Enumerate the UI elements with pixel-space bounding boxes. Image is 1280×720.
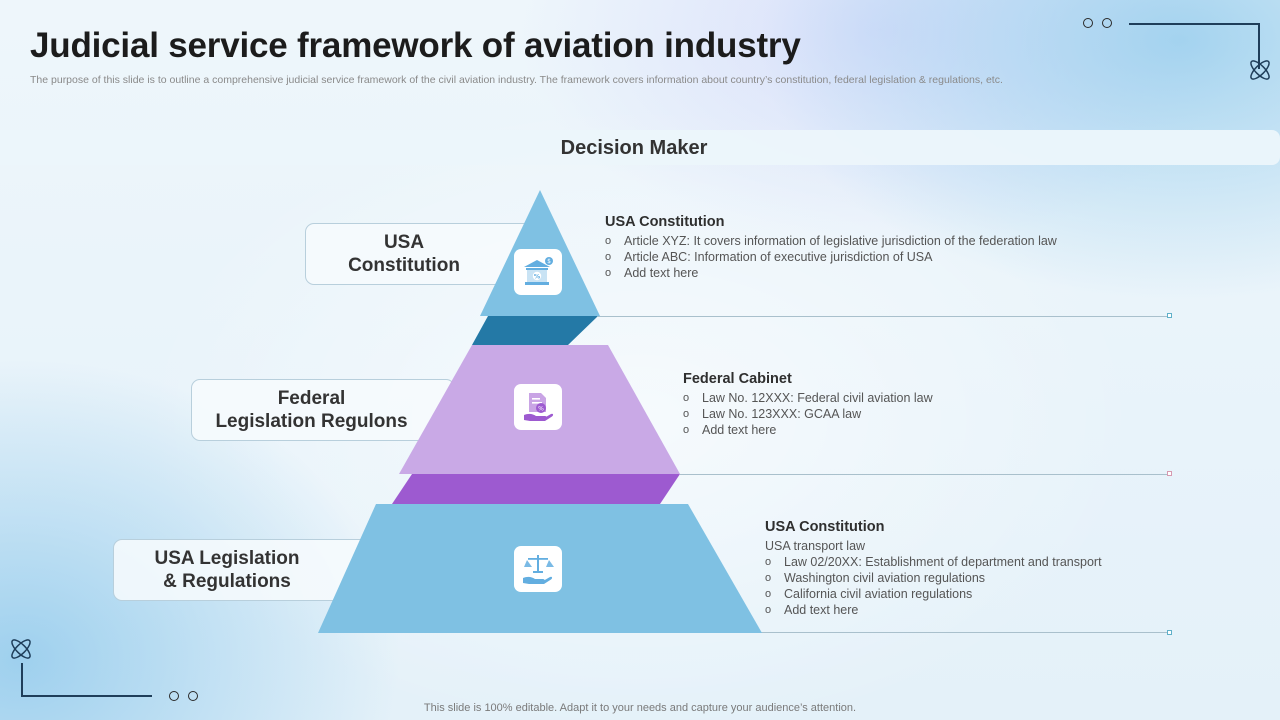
tier-2-icon-tile: % [514, 384, 562, 430]
bullet-marker: o [765, 588, 772, 600]
tier-1-label-line: USA [383, 232, 425, 253]
connector-line-3 [760, 632, 1168, 633]
tier-3-label-line: & Regulations [163, 571, 291, 592]
decor-circle-icon [1083, 18, 1093, 28]
decor-circle-icon [188, 691, 198, 701]
bottom-left-decoration [0, 630, 210, 710]
atom-icon [1250, 60, 1270, 80]
tier-2-heading: Federal Cabinet [683, 371, 792, 387]
page-subtitle: The purpose of this slide is to outline … [30, 74, 1003, 86]
connector-line-2 [680, 474, 1168, 475]
tier-2-label: Federal Legislation Regulons [191, 387, 432, 433]
list-item-text: USA transport law [765, 539, 866, 553]
bullet-marker: o [765, 572, 772, 584]
tier-2-label-line: Federal [277, 388, 346, 409]
bank-icon: % $ [524, 257, 553, 285]
pyramid-band-1 [472, 316, 598, 345]
tier-1-description: USA Constitution o Article XYZ: It covers… [605, 214, 1057, 281]
tier-3-label-box [113, 539, 377, 601]
list-item: o Law No. 123XXX: GCAA law [683, 406, 933, 422]
tier-1-label: USA Constitution [305, 231, 503, 277]
top-right-decoration [1080, 14, 1280, 94]
bullet-marker: o [765, 556, 772, 568]
decision-maker-label: Decision Maker [560, 137, 708, 159]
page-title: Judicial service framework of aviation i… [30, 26, 801, 65]
footer-note: This slide is 100% editable. Adapt it to… [423, 702, 857, 714]
connector-line-1 [598, 316, 1168, 317]
svg-text:%: % [534, 273, 541, 281]
list-item: o Article XYZ: It covers information of l… [605, 233, 1057, 249]
list-item-text: Add text here [702, 423, 777, 437]
list-item-text: Add text here [784, 603, 859, 617]
list-item: o Add text here [605, 265, 1057, 281]
atom-icon [11, 639, 31, 659]
list-item-text: California civil aviation regulations [784, 587, 973, 601]
tier-3-heading: USA Constitution [765, 519, 885, 535]
list-item-text: Law No. 12XXX: Federal civil aviation la… [702, 391, 933, 405]
svg-text:$: $ [547, 258, 551, 265]
tier-3-list: USA transport law o Law 02/20XX: Establish… [765, 538, 1102, 618]
connector-dot-3 [1167, 630, 1172, 635]
svg-text:%: % [538, 406, 544, 413]
bullet-marker: o [605, 251, 612, 263]
decor-line [1258, 23, 1260, 69]
list-item: o Article ABC: Information of executive j… [605, 249, 1057, 265]
list-item-text: Law 02/20XX: Establishment of department… [784, 555, 1102, 569]
bullet-marker: o [683, 424, 690, 436]
decision-maker-band [0, 130, 1280, 165]
tier-2-label-box [191, 379, 455, 441]
bullet-marker: o [605, 267, 612, 279]
pyramid-band-2 [392, 474, 680, 504]
list-item: o California civil aviation regulations [765, 586, 1102, 602]
connector-dot-1 [1167, 313, 1172, 318]
list-item: o Law No. 12XXX: Federal civil aviation l… [683, 390, 933, 406]
list-item: o Law 02/20XX: Establishment of departmen… [765, 554, 1102, 570]
tier-3-description: USA Constitution USA transport law o Law 0… [765, 519, 1102, 618]
bullet-marker: o [683, 408, 690, 420]
list-item: o Washington civil aviation regulations [765, 570, 1102, 586]
list-item: o Add text here [765, 602, 1102, 618]
tier-3-label: USA Legislation & Regulations [113, 547, 341, 593]
list-item: o Add text here [683, 422, 933, 438]
bullet-marker: o [605, 235, 612, 247]
tier-2-list: o Law No. 12XXX: Federal civil aviation l… [683, 390, 933, 438]
bullet-marker: o [683, 392, 690, 404]
tier-3-label-line: USA Legislation [154, 548, 300, 569]
connector-dot-2 [1167, 471, 1172, 476]
tier-1-icon-tile: % $ [514, 249, 562, 295]
decor-circle-icon [1102, 18, 1112, 28]
tier-1-label-line: Constitution [348, 255, 460, 276]
list-item-text: Article XYZ: It covers information of le… [624, 234, 1057, 248]
list-item-text: Washington civil aviation regulations [784, 571, 986, 585]
list-item: USA transport law [765, 538, 1102, 554]
tier-1-list: o Article XYZ: It covers information of l… [605, 233, 1057, 281]
scales-hand-icon [523, 555, 554, 584]
list-item-text: Article ABC: Information of executive ju… [624, 250, 933, 264]
tier-1-label-box [305, 223, 532, 285]
tier-2-label-line: Legislation Regulons [215, 411, 408, 432]
tier-3-icon-tile [514, 546, 562, 592]
tier-2-description: Federal Cabinet o Law No. 12XXX: Federal … [683, 371, 933, 438]
decor-line [21, 695, 152, 697]
bullet-marker: o [765, 604, 772, 616]
decor-circle-icon [169, 691, 179, 701]
tier-1-heading: USA Constitution [605, 214, 725, 230]
decor-line [21, 663, 23, 696]
document-hand-icon: % [524, 393, 554, 421]
list-item-text: Law No. 123XXX: GCAA law [702, 407, 862, 421]
decor-line [1129, 23, 1260, 25]
list-item-text: Add text here [624, 266, 699, 280]
